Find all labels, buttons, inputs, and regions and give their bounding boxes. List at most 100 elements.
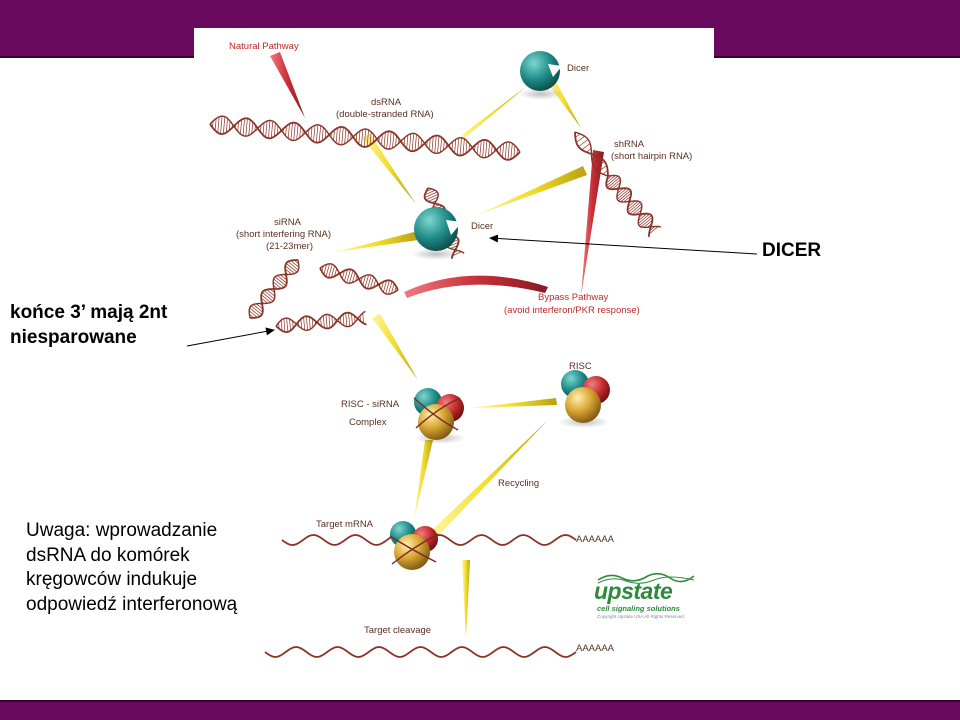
- base-pair-rung: [328, 264, 333, 278]
- base-pair-rung: [273, 285, 279, 290]
- base-pair-rung: [437, 135, 440, 154]
- base-pair-rung: [424, 189, 436, 196]
- base-pair-rung: [411, 133, 415, 152]
- base-pair-rung: [440, 137, 443, 153]
- base-pair-rung: [632, 206, 643, 215]
- base-pair-rung: [420, 139, 423, 147]
- base-pair-rung: [602, 170, 608, 175]
- upstate-logo: upstate cell signaling solutions Copyrig…: [592, 570, 704, 622]
- bypass-pathway-sublabel: (avoid interferon/PKR response): [504, 305, 640, 316]
- base-pair-rung: [381, 134, 383, 146]
- base-pair-rung: [386, 131, 389, 149]
- base-pair-rung: [283, 318, 286, 333]
- base-pair-rung: [261, 292, 274, 302]
- base-pair-rung: [383, 132, 386, 148]
- base-pair-rung: [612, 182, 621, 190]
- base-pair-rung: [516, 148, 518, 156]
- ends-callout-line-2: niesparowane: [10, 327, 137, 348]
- base-pair-rung: [355, 133, 358, 142]
- base-pair-rung: [296, 124, 299, 140]
- base-pair-rung: [639, 213, 641, 215]
- sirna-duplex-left: [248, 259, 300, 319]
- base-pair-rung: [349, 270, 354, 284]
- dicer-callout-pointer: [489, 234, 758, 255]
- base-pair-rung: [248, 119, 251, 136]
- base-pair-rung: [623, 195, 632, 203]
- base-pair-rung: [268, 120, 271, 139]
- base-pair-rung: [354, 315, 356, 323]
- base-pair-rung: [372, 134, 375, 143]
- base-pair-rung: [311, 318, 314, 328]
- risc-label: RISC: [569, 361, 592, 372]
- base-pair-rung: [499, 145, 502, 155]
- base-pair-rung: [389, 131, 392, 150]
- base-pair-rung: [586, 148, 592, 153]
- base-pair-rung: [286, 318, 289, 332]
- base-pair-rung: [249, 314, 255, 319]
- base-pair-rung: [345, 312, 348, 327]
- base-pair-rung: [313, 125, 316, 142]
- note-line: odpowiedź interferonową: [26, 593, 238, 615]
- base-pair-rung: [638, 215, 652, 226]
- base-pair-rung: [408, 133, 412, 151]
- base-pair-rung: [385, 280, 390, 294]
- base-pair-rung: [283, 274, 287, 277]
- base-pair-rung: [338, 126, 341, 145]
- base-pair-rung: [502, 143, 505, 158]
- rna-strand: [248, 259, 300, 319]
- base-pair-rung: [355, 275, 358, 282]
- diagram-panel: [194, 28, 714, 668]
- base-pair-rung: [362, 313, 364, 324]
- base-pair-rung: [359, 315, 361, 322]
- base-pair-rung: [581, 143, 591, 151]
- base-pair-rung: [361, 129, 364, 147]
- base-pair-rung: [487, 141, 491, 157]
- base-pair-rung: [249, 307, 261, 317]
- base-pair-rung: [638, 213, 650, 224]
- base-pair-rung: [618, 188, 620, 190]
- dsrna-sublabel: (double-stranded RNA): [336, 109, 434, 120]
- dicer-to-dsrna-arrow: [460, 86, 527, 142]
- base-pair-rung: [284, 268, 292, 275]
- base-pair-rung: [242, 118, 245, 136]
- base-pair-rung: [217, 116, 220, 133]
- note-line: kręgowców indukuje: [26, 569, 198, 590]
- base-pair-rung: [285, 263, 298, 273]
- base-pair-rung: [303, 317, 306, 330]
- risc-loading-arrow: [470, 398, 557, 408]
- base-pair-rung: [335, 127, 338, 144]
- base-pair-rung: [273, 278, 285, 288]
- base-pair-rung: [376, 282, 378, 286]
- base-pair-rung: [320, 317, 322, 327]
- base-pair-rung: [222, 116, 226, 134]
- base-pair-rung: [367, 275, 372, 289]
- bottom-frame-band: [0, 700, 960, 720]
- base-pair-rung: [617, 188, 624, 194]
- base-pair-rung: [426, 188, 432, 192]
- base-pair-rung: [348, 312, 351, 327]
- note-line: dsRNA do komórek: [26, 544, 190, 566]
- base-pair-rung: [323, 264, 327, 275]
- base-pair-rung: [214, 118, 217, 131]
- base-pair-rung: [638, 213, 647, 221]
- cleaved-mrna-strand: [264, 646, 577, 658]
- base-pair-rung: [627, 200, 639, 211]
- base-pair-rung: [302, 129, 304, 136]
- base-pair-rung: [628, 200, 632, 204]
- dicer-enzyme-middle: [412, 207, 462, 260]
- base-pair-rung: [364, 274, 369, 288]
- base-pair-rung: [615, 185, 620, 190]
- base-pair-rung: [237, 121, 239, 132]
- base-pair-rung: [278, 322, 280, 329]
- base-pair-rung: [491, 144, 493, 155]
- base-pair-rung: [334, 268, 338, 277]
- base-pair-rung: [462, 138, 465, 156]
- recycling-label: Recycling: [498, 478, 539, 489]
- base-pair-rung: [269, 288, 275, 293]
- base-pair-rung: [248, 310, 258, 318]
- base-pair-rung: [454, 139, 457, 154]
- dicer-middle-label: Dicer: [471, 221, 493, 232]
- base-pair-rung: [476, 142, 479, 155]
- base-pair-rung: [262, 122, 265, 136]
